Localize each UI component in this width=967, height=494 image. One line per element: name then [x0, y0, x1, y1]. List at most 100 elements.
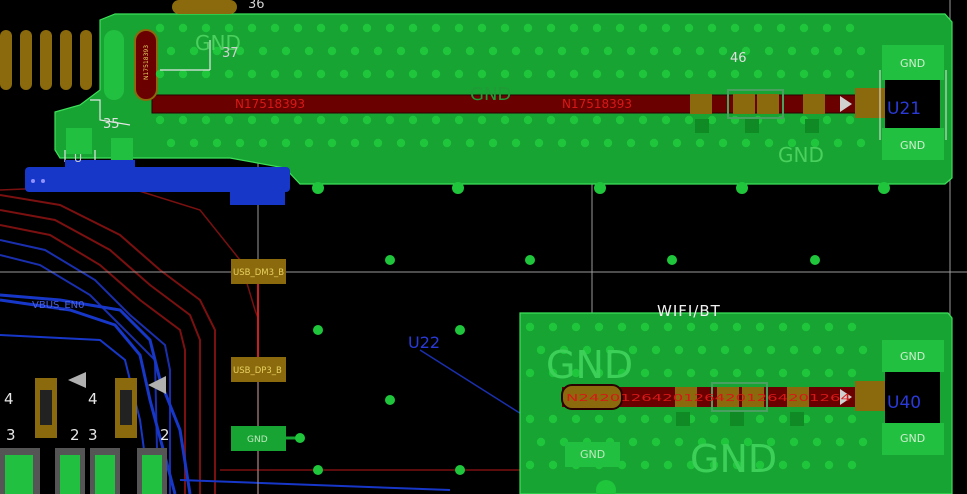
via	[455, 465, 465, 475]
via	[736, 182, 748, 194]
via	[732, 368, 742, 378]
via	[824, 414, 834, 424]
via	[313, 465, 323, 475]
via	[534, 46, 544, 56]
via	[822, 115, 832, 125]
left-bottom-components[interactable]	[0, 372, 167, 494]
blue-layer-trace[interactable]	[25, 160, 290, 205]
via	[822, 23, 832, 33]
via	[684, 69, 694, 79]
via	[833, 46, 843, 56]
via	[835, 437, 845, 447]
via	[224, 69, 234, 79]
via	[707, 23, 717, 33]
via	[247, 23, 257, 33]
via	[339, 115, 349, 125]
vertical-pad-highlighted[interactable]	[104, 30, 124, 100]
via	[557, 46, 567, 56]
via	[534, 138, 544, 148]
via	[787, 138, 797, 148]
via	[801, 460, 811, 470]
via	[350, 138, 360, 148]
via	[247, 69, 257, 79]
via	[431, 69, 441, 79]
via	[594, 414, 604, 424]
bottom-trace-net-label: N24201264201264201264201264	[566, 393, 851, 404]
vertical-pad-text: N17518393	[143, 45, 150, 80]
via	[511, 138, 521, 148]
via	[753, 23, 763, 33]
via	[732, 322, 742, 332]
via	[235, 46, 245, 56]
via	[224, 23, 234, 33]
via	[293, 69, 303, 79]
via	[396, 46, 406, 56]
via	[224, 115, 234, 125]
via	[155, 115, 165, 125]
via	[847, 414, 857, 424]
via	[778, 368, 788, 378]
via	[525, 368, 535, 378]
vertical-pad-upper[interactable]	[134, 29, 158, 101]
via	[465, 46, 475, 56]
via	[709, 460, 719, 470]
via	[615, 23, 625, 33]
via	[548, 460, 558, 470]
via	[847, 322, 857, 332]
bottom-via-grid	[525, 322, 868, 470]
via	[778, 414, 788, 424]
bottom-antenna-trace[interactable]	[562, 387, 857, 407]
via	[536, 345, 546, 355]
via	[845, 115, 855, 125]
via	[419, 138, 429, 148]
via	[799, 69, 809, 79]
middle-usb-pads[interactable]	[231, 259, 305, 451]
top-trace-components[interactable]	[690, 88, 885, 133]
via	[766, 345, 776, 355]
via	[350, 46, 360, 56]
via	[580, 46, 590, 56]
via	[718, 138, 728, 148]
via	[789, 345, 799, 355]
via	[316, 23, 326, 33]
module-title-wifi-bt: WIFI/BT	[657, 302, 721, 320]
via	[592, 115, 602, 125]
via	[755, 368, 765, 378]
via	[178, 115, 188, 125]
via	[684, 115, 694, 125]
via	[500, 69, 510, 79]
via	[672, 138, 682, 148]
via	[810, 46, 820, 56]
via	[697, 345, 707, 355]
via	[362, 23, 372, 33]
via	[651, 345, 661, 355]
via	[235, 138, 245, 148]
via	[316, 115, 326, 125]
via	[385, 115, 395, 125]
via	[638, 23, 648, 33]
via	[617, 322, 627, 332]
via	[663, 368, 673, 378]
via	[640, 322, 650, 332]
via	[523, 69, 533, 79]
via	[488, 138, 498, 148]
via	[571, 322, 581, 332]
top-via-grid	[155, 23, 890, 194]
via	[270, 23, 280, 33]
antenna-connector-u40[interactable]	[882, 340, 944, 455]
top-antenna-trace[interactable]	[152, 95, 857, 113]
via	[638, 69, 648, 79]
bottom-trace-start-pad[interactable]	[561, 384, 623, 410]
via	[408, 115, 418, 125]
via	[442, 138, 452, 148]
pin-label-46: 46	[730, 51, 747, 66]
via	[667, 255, 677, 265]
via	[730, 23, 740, 33]
via	[477, 23, 487, 33]
bottom-trace-components[interactable]	[565, 381, 885, 467]
antenna-connector-u21[interactable]	[879, 45, 947, 160]
via	[293, 115, 303, 125]
via	[743, 437, 753, 447]
